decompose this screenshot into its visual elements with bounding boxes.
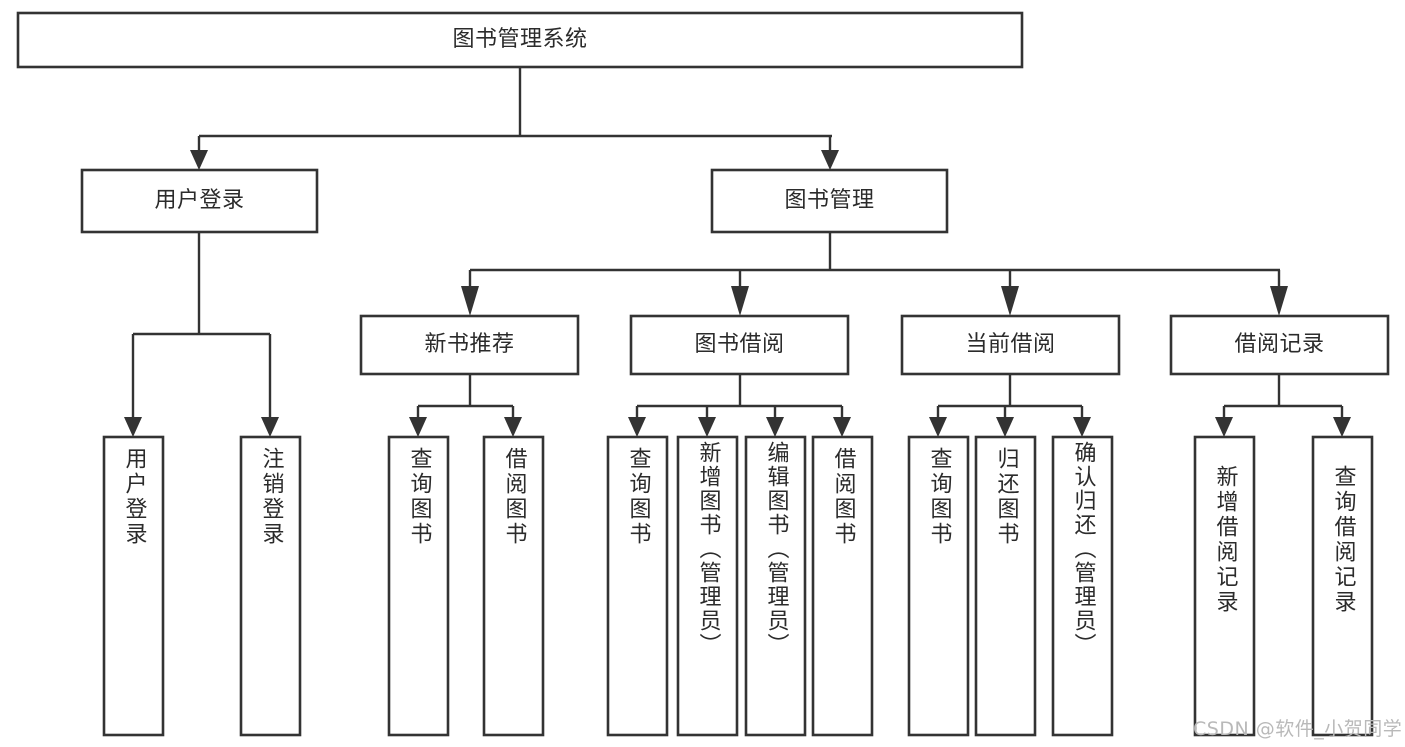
leaf-box-new-book-recommend-0[interactable] xyxy=(387,435,450,737)
leaf-box-new-book-recommend-1[interactable] xyxy=(482,435,545,737)
leaf-box-user-login-0[interactable] xyxy=(102,435,165,737)
arrow-bb-leaf-2 xyxy=(698,417,716,437)
arrow-root-to-user-login xyxy=(190,150,208,170)
arrow-br-leaf-1 xyxy=(1215,417,1233,437)
node-box-book-borrow[interactable] xyxy=(629,314,850,376)
arrow-to-leaf-user-login xyxy=(124,417,142,437)
leaf-box-book-borrow-3[interactable] xyxy=(811,435,874,737)
connector-group-root xyxy=(190,67,839,170)
arrow-nbr-leaf-1 xyxy=(409,417,427,437)
leaf-box-current-borrow-0[interactable] xyxy=(907,435,970,737)
node-box-book-manage[interactable] xyxy=(710,168,949,234)
arrow-cb-leaf-1 xyxy=(929,417,947,437)
connector-group-book-manage xyxy=(461,232,1288,316)
leaf-box-book-borrow-2[interactable] xyxy=(744,435,807,737)
connector-group-new-book-recommend xyxy=(409,374,522,437)
arrow-bb-leaf-1 xyxy=(628,417,646,437)
arrow-cb-leaf-2 xyxy=(996,417,1014,437)
arrow-bb-leaf-3 xyxy=(766,417,784,437)
leaf-box-borrow-record-0[interactable] xyxy=(1193,435,1256,737)
leaf-box-book-borrow-1[interactable] xyxy=(676,435,739,737)
arrow-to-new-book-recommend xyxy=(461,286,479,316)
leaf-box-user-login-1[interactable] xyxy=(239,435,302,737)
node-box-borrow-record[interactable] xyxy=(1169,314,1390,376)
connector-group-user-login xyxy=(124,232,279,437)
arrow-bb-leaf-4 xyxy=(833,417,851,437)
leaf-box-current-borrow-2[interactable] xyxy=(1051,435,1114,737)
watermark-text: CSDN @软件_小贺同学 xyxy=(1193,718,1403,740)
arrow-root-to-book-manage xyxy=(821,150,839,170)
arrow-to-book-borrow xyxy=(731,286,749,316)
leaf-box-current-borrow-1[interactable] xyxy=(974,435,1037,737)
node-box-root[interactable] xyxy=(16,11,1024,69)
arrow-to-current-borrow xyxy=(1001,286,1019,316)
leaf-box-borrow-record-1[interactable] xyxy=(1311,435,1374,737)
connector-group-book-borrow xyxy=(628,374,851,437)
arrow-to-borrow-record xyxy=(1270,286,1288,316)
arrow-br-leaf-2 xyxy=(1333,417,1351,437)
connector-group-borrow-record xyxy=(1215,374,1351,437)
node-box-user-login[interactable] xyxy=(80,168,319,234)
node-box-new-book-recommend[interactable] xyxy=(359,314,580,376)
arrow-cb-leaf-3 xyxy=(1073,417,1091,437)
connector-group-current-borrow xyxy=(929,374,1091,437)
leaf-box-book-borrow-0[interactable] xyxy=(606,435,669,737)
node-box-current-borrow[interactable] xyxy=(900,314,1121,376)
arrow-to-leaf-logout xyxy=(261,417,279,437)
arrow-nbr-leaf-2 xyxy=(504,417,522,437)
